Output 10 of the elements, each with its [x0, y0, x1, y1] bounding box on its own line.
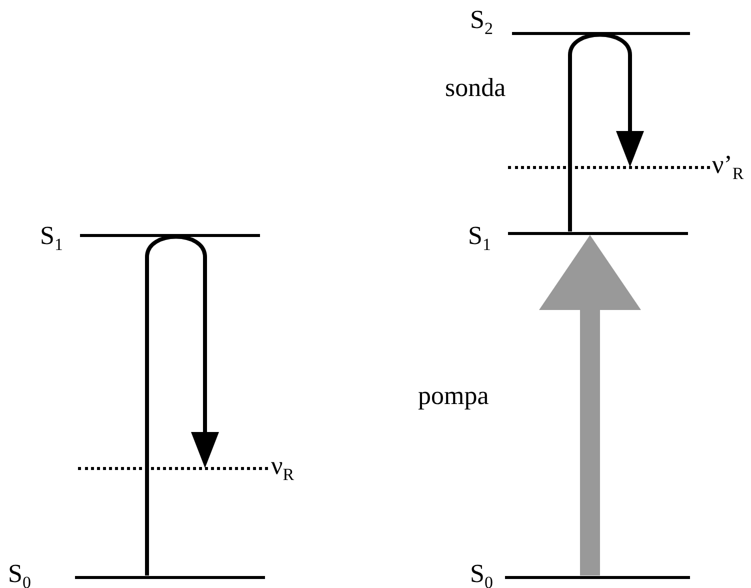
level-label: ν$_{R}$	[271, 452, 294, 486]
level-label: ν’$_{R}$	[712, 151, 744, 186]
arrow	[539, 235, 641, 576]
level-label: S$_{1}$	[468, 222, 491, 256]
level-label: S$_{0}$	[8, 560, 31, 588]
arrow	[145, 234, 219, 576]
level-label: S$_{2}$	[470, 6, 493, 40]
level-label: S$_{0}$	[470, 560, 493, 588]
level-label: S$_{1}$	[40, 222, 63, 256]
arrow	[568, 32, 644, 232]
